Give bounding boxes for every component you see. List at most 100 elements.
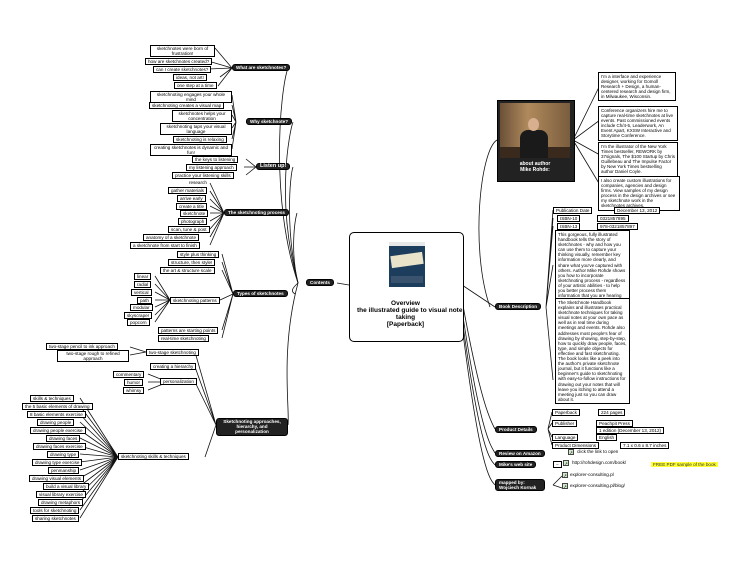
link-icon[interactable]: ↗ <box>563 460 569 466</box>
branch-what-are-sketchnotes[interactable]: What are sketchnotes? <box>232 64 291 72</box>
list-item[interactable]: one step at a time <box>174 82 217 90</box>
list-item[interactable]: style plus thinking <box>177 251 220 259</box>
about-note[interactable]: I'm a interface and experience designer,… <box>598 72 676 102</box>
description-text[interactable]: The Sketchnote Handbook explains and ill… <box>555 298 630 404</box>
expand-icon[interactable]: − <box>553 461 562 469</box>
list-item[interactable]: how are sketchnotes created? <box>145 58 213 66</box>
free-pdf-note[interactable]: FREE PDF sample of the book <box>651 462 718 468</box>
branch-mapped-by[interactable]: mapped by: Wojciech Kornak <box>495 479 545 492</box>
list-item[interactable]: can I create sketchnotes? <box>153 66 212 74</box>
branch-sketchnoting-process[interactable]: The sketchnoting process <box>224 209 289 217</box>
skill-item[interactable]: skills & techniques <box>30 395 74 403</box>
central-title-line: taking <box>395 314 416 321</box>
two-stage-node[interactable]: two-stage sketchnoting <box>146 349 199 357</box>
list-item[interactable]: the art & structure scale <box>160 267 215 275</box>
about-note[interactable]: Conference organizers hire me to capture… <box>598 106 678 141</box>
branch-product-details[interactable]: Product Details <box>495 426 537 434</box>
pattern-item[interactable]: radial <box>134 281 152 289</box>
list-item[interactable]: gather materials <box>168 187 207 195</box>
book-cover-image <box>389 242 425 287</box>
list-item[interactable]: a sketchnote from start to finish <box>130 242 200 250</box>
skill-item[interactable]: drawing people exercise <box>30 427 86 435</box>
skill-item[interactable]: sharing sketchnotes <box>32 515 79 523</box>
mapper-blog-link[interactable]: explorer-consulting.pl/blog/ <box>570 483 625 488</box>
skill-item[interactable]: tools for sketchnoting <box>30 507 80 515</box>
list-item[interactable]: anatomy of a sketchnote <box>143 234 200 242</box>
skill-item[interactable]: drawing people <box>37 419 75 427</box>
pattern-item[interactable]: popcorn <box>127 319 150 327</box>
list-item[interactable]: sketchnoting is relaxing <box>173 136 227 144</box>
detail-value: 978-0321857897 <box>597 223 638 231</box>
pattern-item[interactable]: vertical <box>131 289 152 297</box>
branch-mikes-web-site[interactable]: Mike's web site <box>495 461 537 469</box>
amazon-link[interactable]: click the link to open <box>577 449 619 454</box>
list-item[interactable]: real-time sketchnoting <box>158 335 209 343</box>
personalization-node[interactable]: personalization <box>160 378 197 386</box>
skills-node[interactable]: sketchnoting skills & techniques <box>118 453 189 461</box>
about-note[interactable]: I also create custom illustrations for c… <box>598 176 680 211</box>
list-item[interactable]: create a title <box>176 203 208 211</box>
detail-value: 0321857895 <box>597 215 629 223</box>
detail-value: 224 pages <box>598 409 626 417</box>
list-item[interactable]: arrive early <box>177 195 206 203</box>
list-item[interactable]: scan, tune & post <box>168 226 210 234</box>
cover-title-panel <box>390 251 424 269</box>
skill-item[interactable]: build a visual library <box>43 483 90 491</box>
link-icon[interactable]: ↗ <box>562 483 568 489</box>
list-item[interactable]: the keys to listening <box>192 156 239 164</box>
author-caption-line: Mike Rohde: <box>520 167 550 173</box>
skill-item[interactable]: drawing type <box>47 451 80 459</box>
branch-review-on-amazon[interactable]: Review on Amazon <box>495 450 545 458</box>
list-item[interactable]: my listening approach <box>186 164 237 172</box>
list-item[interactable]: creating sketchnotes is dynamic and fun! <box>150 144 232 157</box>
list-item[interactable]: patterns are starting points <box>158 327 219 335</box>
website-link[interactable]: http://rohdesign.com/book/ <box>572 460 627 465</box>
list-item[interactable]: sketchnoting creates a visual map <box>149 102 225 110</box>
skill-item[interactable]: drawing metaphors <box>38 499 84 507</box>
contents-node[interactable]: Contents <box>306 279 334 287</box>
link-icon[interactable]: ↗ <box>568 449 574 455</box>
pattern-item[interactable]: path <box>137 297 152 305</box>
skill-item[interactable]: drawing type exercise <box>32 459 83 467</box>
list-item[interactable]: sketchnotes helps your concentration <box>172 110 232 123</box>
about-note[interactable]: I'm the illustrator of the New York Time… <box>598 142 678 177</box>
list-item[interactable]: ideas, not art! <box>173 74 207 82</box>
list-item[interactable]: whimsy <box>123 387 145 395</box>
pattern-item[interactable]: skyscraper <box>124 312 153 320</box>
mapper-link[interactable]: explorer-consulting.pl <box>570 472 614 477</box>
branch-book-description[interactable]: Book Description <box>495 303 542 311</box>
list-item[interactable]: two-stage rough to refined approach <box>57 350 129 363</box>
skill-item[interactable]: drawing faces exercise <box>33 443 86 451</box>
creating-hierarchy-node[interactable]: creating a hierarchy <box>150 363 197 371</box>
photo-person-head <box>528 118 539 131</box>
list-item[interactable]: two-stage pencil to ink approach <box>46 343 118 351</box>
skill-item[interactable]: drawing visual elements <box>29 475 85 483</box>
central-title-line: the illustrated guide to visual note <box>357 307 463 314</box>
list-item[interactable]: sketchnotes were born of frustration! <box>150 45 215 58</box>
photo-person-body <box>520 130 548 158</box>
skill-item[interactable]: visual library exercise <box>36 491 86 499</box>
branch-approaches[interactable]: Sketchnoting approaches, hierarchy, and … <box>216 418 288 436</box>
list-item[interactable]: research <box>189 180 207 185</box>
list-item[interactable]: practice your listening skills <box>172 172 234 180</box>
list-item[interactable]: commentary <box>113 371 145 379</box>
pattern-item[interactable]: modular <box>130 304 153 312</box>
skill-item[interactable]: penmanship <box>48 467 80 475</box>
detail-value: 7.1 x 0.6 x 8.7 inches <box>620 442 670 450</box>
branch-why-sketchnote[interactable]: Why sketchnote? <box>246 118 293 126</box>
branch-types-of-sketchnotes[interactable]: Types of sketchnotes <box>233 290 288 298</box>
branch-listen-up[interactable]: Listen up! <box>256 163 291 171</box>
link-icon[interactable]: ↗ <box>562 472 568 478</box>
central-title-line: Overview <box>391 300 420 307</box>
list-item[interactable]: sketchnoting taps your visual language <box>160 123 232 136</box>
author-caption: about author Mike Rohde: <box>500 161 570 173</box>
list-item[interactable]: photograph <box>178 218 208 226</box>
skill-item[interactable]: drawing faces <box>46 435 81 443</box>
list-item[interactable]: structure, then style! <box>168 259 216 267</box>
skill-item[interactable]: the 5 basic elements of drawing <box>22 403 93 411</box>
pattern-item[interactable]: linear <box>134 273 152 281</box>
skill-item[interactable]: 8 basic elements exercise <box>27 411 86 419</box>
sketchnoting-patterns-node[interactable]: sketchnoting patterns <box>170 297 220 305</box>
list-item[interactable]: sketchnote <box>180 210 209 218</box>
list-item[interactable]: humor <box>124 379 144 387</box>
